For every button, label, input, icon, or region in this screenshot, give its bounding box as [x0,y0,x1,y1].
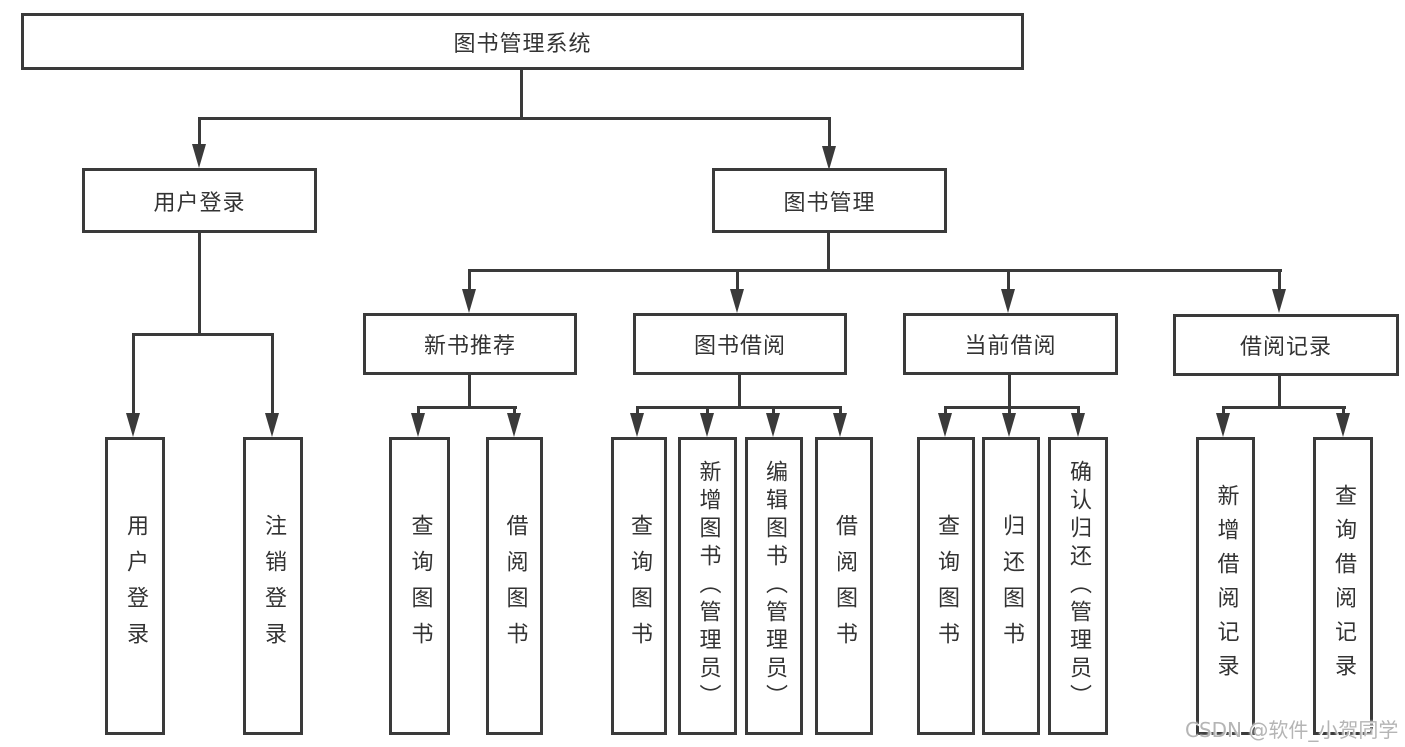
arrow-down-icon [822,146,836,170]
connector-line [468,269,1282,272]
leaf-current-query: 查询图书 [917,437,975,735]
connector-line [198,233,201,335]
leaf-borrow-edit-admin: 编辑图书（管理员） [745,437,803,735]
connector-line [944,406,1080,409]
connector-line [132,333,274,336]
arrow-down-icon [507,413,521,437]
connector-line [417,406,517,409]
arrow-down-icon [1071,413,1085,437]
leaf-newbook-query: 查询图书 [389,437,450,735]
arrow-down-icon [1001,289,1015,313]
node-book-borrow-label: 图书借阅 [693,334,786,359]
node-new-book-recommend-label: 新书推荐 [423,334,516,359]
node-book-borrow: 图书借阅 [633,313,847,375]
arrow-down-icon [126,413,140,437]
connector-line [636,406,842,409]
node-borrow-records-label: 借阅记录 [1239,335,1332,360]
connector-line [772,406,775,415]
arrow-down-icon [766,413,780,437]
arrow-down-icon [938,413,952,437]
leaf-records-query-label: 查询借阅记录 [1331,484,1356,688]
leaf-records-query: 查询借阅记录 [1313,437,1373,735]
leaf-borrow-borrow-label: 借阅图书 [832,514,857,658]
leaf-logout: 注销登录 [243,437,303,735]
leaf-borrow-edit-admin-label: 编辑图书（管理员） [762,460,787,712]
leaf-records-add: 新增借阅记录 [1196,437,1255,735]
leaf-user-login-label: 用户登录 [123,514,148,658]
connector-line [513,406,516,415]
node-book-management: 图书管理 [712,168,947,233]
leaf-records-add-label: 新增借阅记录 [1213,484,1239,688]
node-borrow-records: 借阅记录 [1173,314,1399,376]
connector-line [1077,406,1080,415]
arrow-down-icon [462,289,476,313]
arrow-down-icon [700,413,714,437]
leaf-borrow-query-label: 查询图书 [627,514,652,658]
connector-line [198,117,201,146]
connector-line [417,406,420,415]
connector-line [839,406,842,415]
node-current-borrow: 当前借阅 [903,313,1118,375]
arrow-down-icon [265,413,279,437]
node-user-login: 用户登录 [82,168,317,233]
arrow-down-icon [1216,413,1230,437]
connector-line [1222,406,1346,409]
connector-line [828,117,831,148]
node-new-book-recommend: 新书推荐 [363,313,577,375]
watermark: CSDN @软件_小贺同学 [1185,718,1399,742]
arrow-down-icon [1002,413,1016,437]
arrow-down-icon [192,144,206,168]
leaf-current-confirm-admin-label: 确认归还（管理员） [1066,460,1091,712]
connector-line [944,406,947,415]
leaf-user-login: 用户登录 [105,437,165,735]
connector-line [271,333,274,413]
node-user-login-label: 用户登录 [153,190,246,216]
node-root-label: 图书管理系统 [453,31,592,57]
leaf-borrow-add-admin-label: 新增图书（管理员） [695,460,721,712]
leaf-newbook-query-label: 查询图书 [407,514,433,658]
connector-line [1342,406,1345,415]
connector-line [1008,375,1011,408]
leaf-newbook-borrow: 借阅图书 [486,437,543,735]
arrow-down-icon [1336,413,1350,437]
node-root: 图书管理系统 [21,13,1024,70]
connector-line [1278,376,1281,408]
leaf-logout-label: 注销登录 [261,514,286,658]
leaf-newbook-borrow-label: 借阅图书 [502,514,528,658]
connector-line [468,375,471,408]
leaf-borrow-add-admin: 新增图书（管理员） [678,437,737,735]
leaf-current-return: 归还图书 [982,437,1040,735]
connector-line [520,70,523,119]
connector-line [736,269,739,291]
connector-line [198,117,831,120]
leaf-current-confirm-admin: 确认归还（管理员） [1048,437,1108,735]
arrow-down-icon [833,413,847,437]
leaf-current-query-label: 查询图书 [934,514,959,658]
leaf-borrow-query: 查询图书 [611,437,667,735]
leaf-current-return-label: 归还图书 [999,514,1024,658]
connector-line [132,333,135,413]
arrow-down-icon [630,413,644,437]
arrow-down-icon [411,413,425,437]
connector-line [706,406,709,415]
node-current-borrow-label: 当前借阅 [964,334,1057,359]
node-book-management-label: 图书管理 [783,190,876,216]
connector-line [1222,406,1225,415]
connector-line [827,233,830,272]
connector-line [1278,269,1281,291]
connector-line [738,375,741,408]
leaf-borrow-borrow: 借阅图书 [815,437,873,735]
connector-line [636,406,639,415]
connector-line [1008,406,1011,415]
connector-line [1007,269,1010,291]
connector-line [468,269,471,291]
arrow-down-icon [1272,289,1286,313]
arrow-down-icon [730,289,744,313]
